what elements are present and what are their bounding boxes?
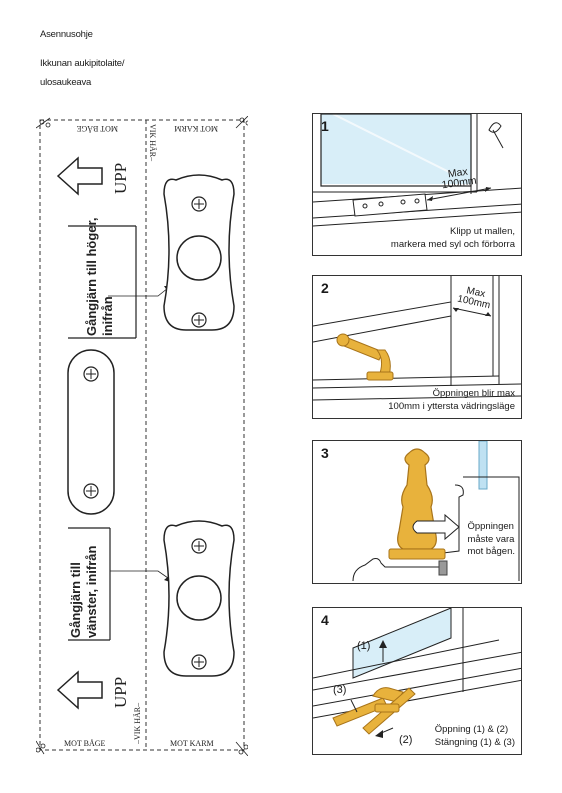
step-3-panel: 3 Öppningen måste vara mot bågen.: [312, 440, 522, 584]
scissors-icon: [235, 741, 248, 756]
step-2-illustration: [313, 276, 521, 401]
center-hole: [176, 575, 222, 621]
step-4-panel: 4 (1) (2) (3) Öppning (1) & (2) Stängnin…: [312, 607, 522, 755]
screw-hole-icon: [83, 366, 99, 382]
step-number: 4: [321, 612, 329, 628]
hinge-right-line-1: Gångjärn till höger,: [84, 218, 99, 336]
drilling-template: MOT BÅGE VIK HÄR– MOT KARM UPP Gångjärn …: [36, 116, 248, 756]
center-hole: [176, 235, 222, 281]
upp-arrow-icon: [56, 156, 103, 196]
step-2-panel: 2 Max 100mm Öppningen blir max 100mm i y…: [312, 275, 522, 419]
stay-knob-icon: [388, 448, 460, 560]
step-4-illustration: [313, 608, 521, 738]
stay-arm-icon: [332, 687, 416, 735]
vik-har-top-label: VIK HÄR–: [148, 124, 157, 162]
step-3-caption: Öppningen måste vara mot bågen.: [467, 521, 515, 557]
step-4-caption: Öppning (1) & (2) Stängning (1) & (3): [434, 724, 515, 748]
upp-top-label: UPP: [111, 163, 130, 194]
upp-bottom-label: UPP: [111, 677, 130, 708]
mot-karm-top-label: MOT KARM: [174, 124, 218, 133]
mot-bage-bottom-label: MOT BÅGE: [64, 739, 106, 748]
step-number: 3: [321, 445, 329, 461]
scissors-icon: [36, 117, 51, 129]
doc-subtitle-2: ulosaukeava: [40, 77, 92, 88]
doc-subtitle-1: Ikkunan aukipitolaite/: [40, 58, 125, 69]
awl-icon: [488, 122, 504, 149]
step-number: 2: [321, 280, 329, 296]
step-3-illustration: [352, 441, 520, 582]
screw-hole-icon: [191, 538, 207, 554]
template-on-frame: [352, 193, 428, 217]
step-1-caption: Klipp ut mallen, markera med syl och för…: [390, 226, 515, 250]
bracket-plate-upper: [163, 174, 235, 331]
screw-hole-icon: [83, 483, 99, 499]
template-border: [39, 119, 245, 751]
hinge-left-line-1: Gångjärn till: [68, 562, 83, 638]
label-2: (2): [399, 734, 413, 746]
label-3: (3): [333, 684, 347, 696]
step-1-illustration: [313, 114, 521, 227]
screw-hole-icon: [191, 654, 207, 670]
mot-karm-bottom-label: MOT KARM: [170, 739, 214, 748]
mot-bage-top-label: MOT BÅGE: [76, 124, 118, 133]
hinge-right-line-2: inifrån: [100, 296, 115, 336]
hinge-left-line-2: vänster, inifrån: [84, 545, 99, 638]
screw-hole-icon: [191, 312, 207, 328]
step-1-panel: 1 Max 100mm Klipp ut mallen, markera med…: [312, 113, 522, 256]
strike-plate-outline: [67, 349, 115, 515]
stay-arm-icon: [336, 333, 394, 381]
step-1-measure: Max 100mm: [441, 165, 478, 192]
label-1: (1): [357, 640, 371, 652]
step-number: 1: [321, 118, 329, 134]
scissors-icon: [235, 116, 248, 129]
step-2-caption: Öppningen blir max 100mm i yttersta vädr…: [388, 388, 515, 412]
bracket-plate-lower: [163, 520, 235, 677]
upp-arrow-icon: [56, 670, 103, 710]
vik-har-bottom-label: –VIK HÄR–: [133, 702, 142, 745]
screw-hole-icon: [191, 196, 207, 212]
scissors-icon: [36, 740, 46, 755]
doc-title: Asennusohje: [40, 29, 93, 40]
